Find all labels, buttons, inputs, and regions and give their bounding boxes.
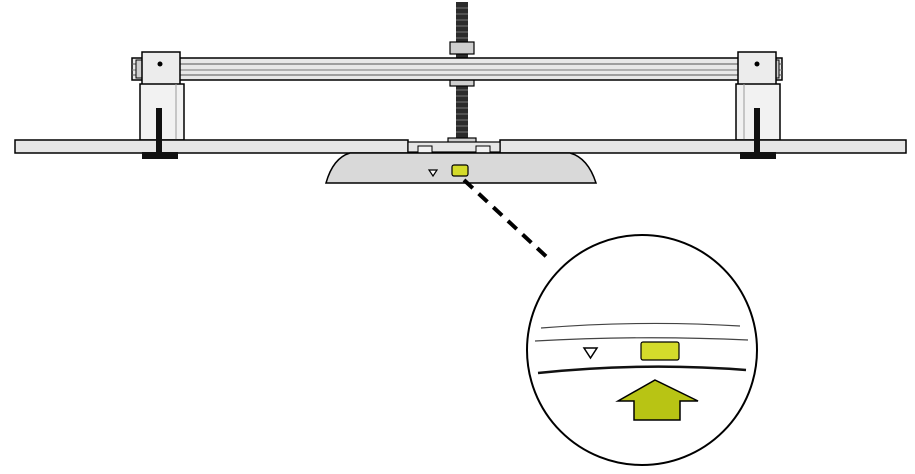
triangle-marker-icon bbox=[582, 347, 599, 360]
triangle-marker-icon bbox=[427, 169, 439, 178]
crossbar-rail bbox=[131, 57, 783, 81]
left-clamp-post bbox=[142, 108, 178, 159]
up-arrow-icon bbox=[615, 379, 699, 421]
right-panel bbox=[499, 139, 907, 154]
left-panel bbox=[14, 139, 409, 154]
callout-leader-line bbox=[462, 178, 552, 262]
indicator-marker bbox=[451, 164, 469, 177]
indicator-marker-magnified bbox=[640, 341, 680, 361]
right-clamp-post bbox=[740, 108, 776, 159]
right-bracket bbox=[735, 51, 781, 141]
